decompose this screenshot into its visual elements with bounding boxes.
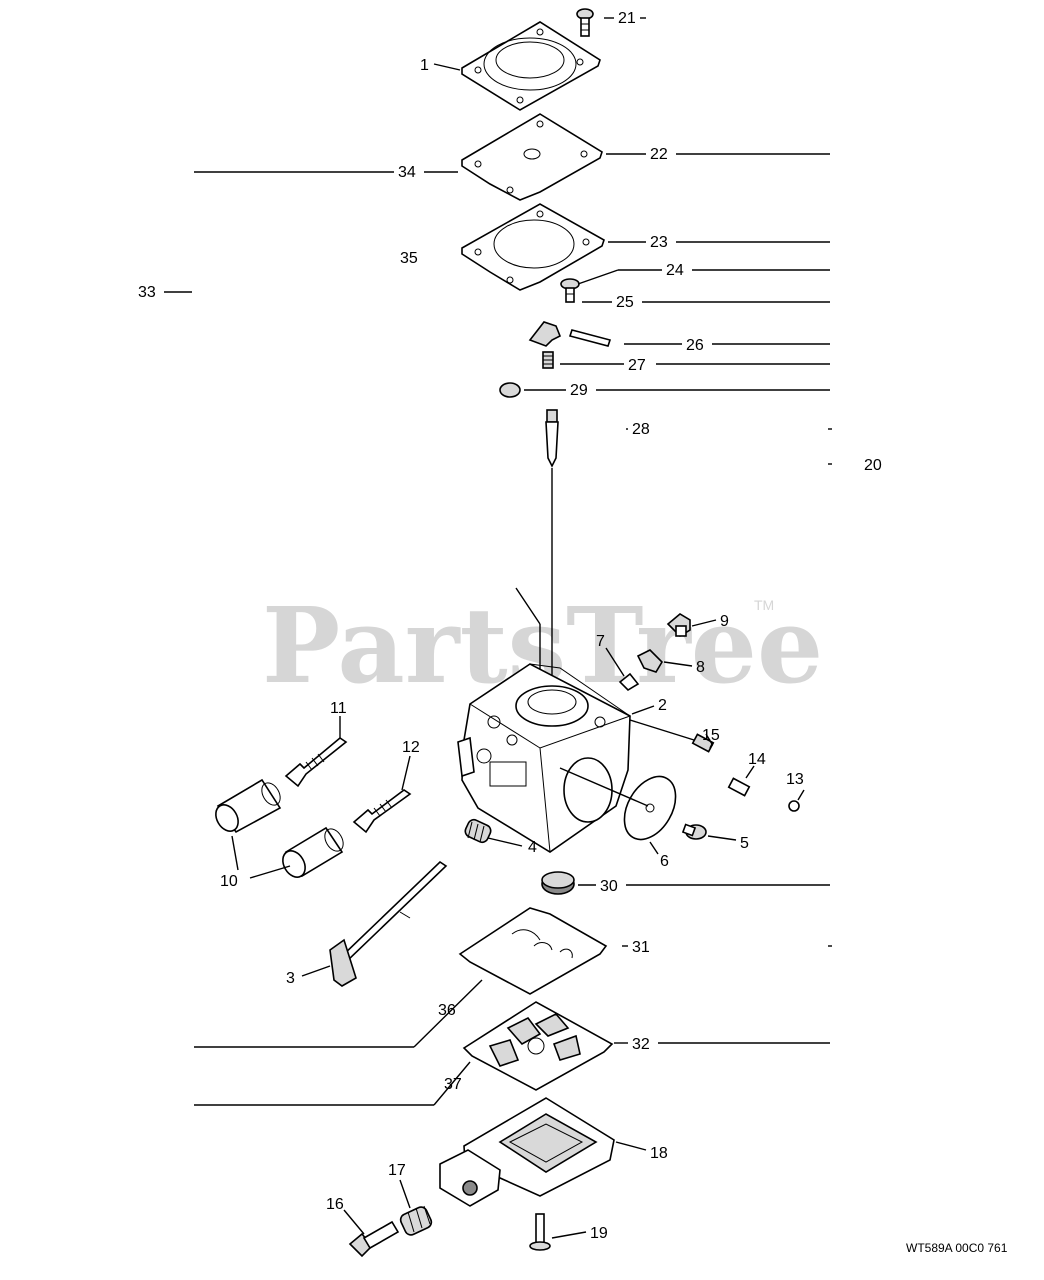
part-11-adjust-needle[interactable] <box>284 737 348 788</box>
callout-9[interactable]: 9 <box>720 613 729 630</box>
part-10-limiter-cap-upper[interactable] <box>211 778 284 836</box>
callout-7[interactable]: 7 <box>596 633 605 650</box>
callout-5[interactable]: 5 <box>740 835 749 852</box>
callout-28[interactable]: 28 <box>632 421 650 438</box>
part-6-throttle-plate[interactable] <box>614 768 686 849</box>
callout-30[interactable]: 30 <box>600 878 618 895</box>
part-12-adjust-needle[interactable] <box>352 789 412 834</box>
part-10-limiter-cap-lower[interactable] <box>278 826 347 882</box>
part-5-screw[interactable] <box>681 823 707 840</box>
part-26-metering-lever[interactable] <box>528 321 612 347</box>
callout-6[interactable]: 6 <box>660 853 669 870</box>
part-8-bracket[interactable] <box>636 649 664 673</box>
callout-3[interactable]: 3 <box>286 970 295 987</box>
callout-26[interactable]: 26 <box>686 337 704 354</box>
callout-20: 20 <box>864 457 882 474</box>
callout-27[interactable]: 27 <box>628 357 646 374</box>
callout-1[interactable]: 1 <box>420 57 429 74</box>
diagram-reference-code: WT589A 00C0 761 <box>906 1241 1008 1255</box>
part-29-disc[interactable] <box>499 382 521 398</box>
callout-10[interactable]: 10 <box>220 873 238 890</box>
part-9-screw[interactable] <box>666 613 691 638</box>
part-27-spring[interactable] <box>542 351 554 369</box>
part-17-spring[interactable] <box>399 1205 434 1237</box>
part-16-screw[interactable] <box>348 1220 400 1258</box>
callout-18[interactable]: 18 <box>650 1145 668 1162</box>
callout-33: 33 <box>138 284 156 301</box>
callout-14[interactable]: 14 <box>748 751 766 768</box>
part-13-o-ring[interactable] <box>788 800 800 812</box>
callout-31[interactable]: 31 <box>632 939 650 956</box>
part-1-pump-cover[interactable] <box>461 21 601 111</box>
callout-25[interactable]: 25 <box>616 294 634 311</box>
part-19-screw[interactable] <box>529 1213 551 1251</box>
callout-19[interactable]: 19 <box>590 1225 608 1242</box>
part-18-metering-cover[interactable] <box>439 1097 615 1207</box>
callout-2[interactable]: 2 <box>658 697 667 714</box>
callout-8[interactable]: 8 <box>696 659 705 676</box>
callout-34[interactable]: 34 <box>398 164 416 181</box>
part-31-metering-diaphragm[interactable] <box>458 907 608 995</box>
part-2-carburetor-body[interactable] <box>457 663 631 853</box>
callout-13[interactable]: 13 <box>786 771 804 788</box>
part-22-pump-diaphragm[interactable] <box>461 113 603 201</box>
part-14-plug[interactable] <box>727 777 751 797</box>
part-4-spring[interactable] <box>463 818 492 844</box>
callout-17[interactable]: 17 <box>388 1162 406 1179</box>
part-21-screw[interactable] <box>576 8 594 37</box>
callout-29[interactable]: 29 <box>570 382 588 399</box>
part-24-screw[interactable] <box>560 278 580 303</box>
part-28-inlet-needle[interactable] <box>545 409 559 468</box>
callout-35: 35 <box>400 250 418 267</box>
part-3-throttle-shaft[interactable] <box>329 860 448 987</box>
part-32-metering-gasket[interactable] <box>462 1001 614 1091</box>
callout-32[interactable]: 32 <box>632 1036 650 1053</box>
part-7-clip[interactable] <box>618 672 640 692</box>
callout-37[interactable]: 37 <box>444 1076 462 1093</box>
callout-12[interactable]: 12 <box>402 739 420 756</box>
callout-22[interactable]: 22 <box>650 146 668 163</box>
callout-4[interactable]: 4 <box>528 839 537 856</box>
part-30-filter-screen[interactable] <box>541 871 575 895</box>
callout-16[interactable]: 16 <box>326 1196 344 1213</box>
callout-23[interactable]: 23 <box>650 234 668 251</box>
callout-36[interactable]: 36 <box>438 1002 456 1019</box>
callout-21[interactable]: 21 <box>618 10 636 27</box>
callout-24[interactable]: 24 <box>666 262 684 279</box>
callout-11[interactable]: 11 <box>330 700 347 717</box>
part-23-pump-gasket[interactable] <box>461 203 605 291</box>
callout-15[interactable]: 15 <box>702 727 720 744</box>
watermark-trademark: TM <box>754 597 774 613</box>
